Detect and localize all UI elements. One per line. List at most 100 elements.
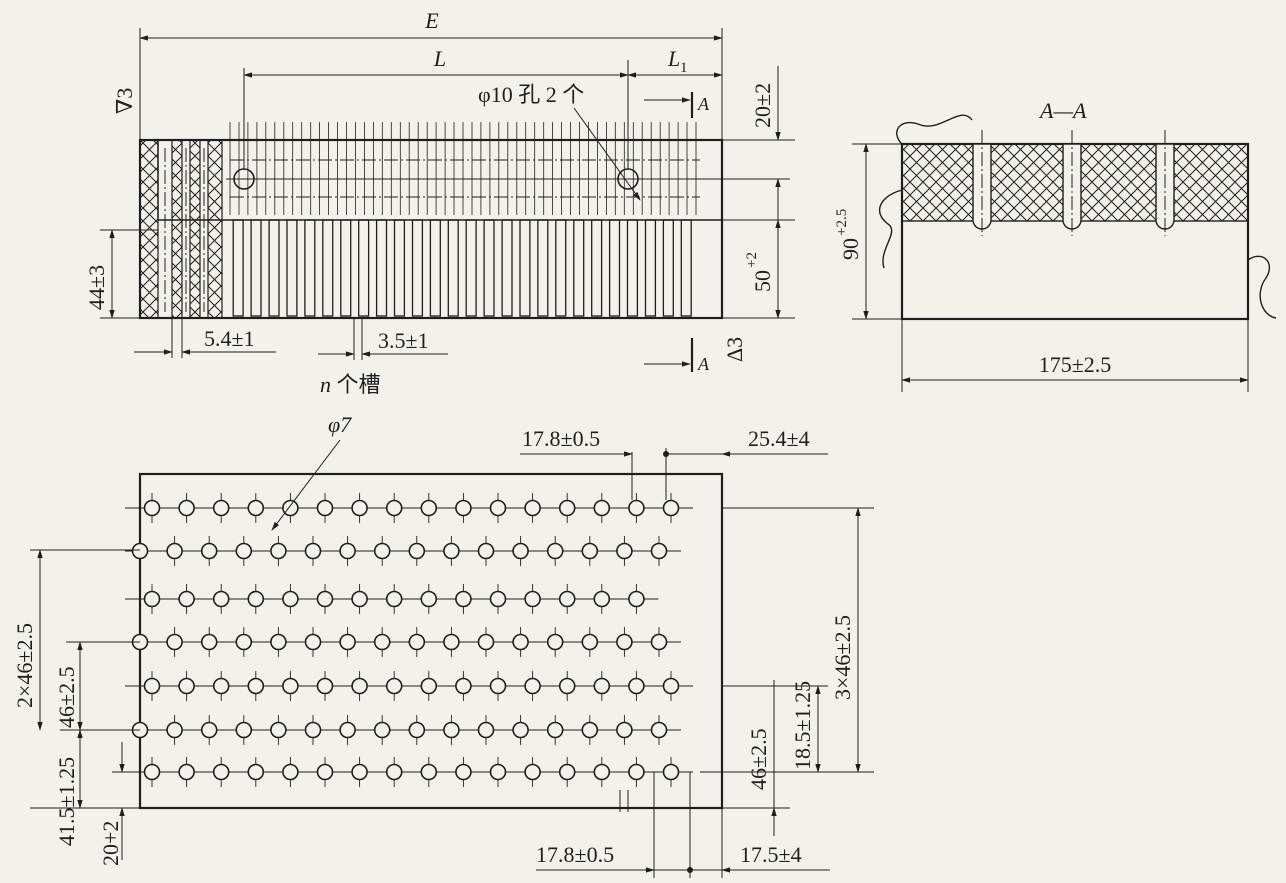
- dim-90-tolerance: +2.5: [834, 209, 850, 236]
- slot: [680, 219, 692, 317]
- phi7-hole: [304, 542, 322, 560]
- slot: [519, 219, 531, 317]
- section-view: A—A 90 +2.5 175±2.5: [834, 98, 1277, 392]
- slot: [626, 219, 639, 317]
- dim-17-5-label: 17.5±4: [740, 842, 802, 867]
- phi7-hole: [489, 499, 507, 517]
- phi7-hole: [212, 763, 230, 781]
- phi7-hole: [385, 763, 403, 781]
- phi7-hole: [477, 721, 495, 739]
- dim-46-right-label: 46±2.5: [746, 728, 771, 790]
- break-line: [896, 114, 973, 145]
- phi7-hole: [489, 590, 507, 608]
- dim-3-5-label: 3.5±1: [378, 328, 429, 353]
- phi7-hole: [420, 763, 438, 781]
- phi7-hole: [339, 633, 356, 651]
- phi7-hole: [351, 590, 368, 608]
- phi7-hole: [443, 721, 460, 739]
- dim-L-label: L: [433, 46, 446, 71]
- phi7-hole: [282, 590, 299, 608]
- phi7-hole: [420, 677, 438, 695]
- phi7-hole: [235, 542, 253, 560]
- phi7-hole: [593, 499, 611, 517]
- phi7-hole: [270, 721, 287, 739]
- phi7-hole: [304, 633, 322, 651]
- phi7-hole: [282, 763, 299, 781]
- slot: [286, 219, 298, 317]
- phi7-hole: [316, 499, 334, 517]
- dim-90-label: 90: [838, 238, 863, 260]
- dim-44-label: 44±3: [84, 265, 109, 310]
- dim-25-4-label: 25.4±4: [748, 426, 810, 451]
- hatch-block: [139, 139, 159, 319]
- slot-count-label: n 个槽: [320, 372, 381, 397]
- phi7-hole: [628, 677, 645, 695]
- slot: [591, 219, 603, 317]
- phi7-hole: [477, 542, 495, 560]
- hole-dia-label: φ7: [328, 412, 352, 437]
- phi7-hole: [558, 763, 576, 781]
- phi7-hole: [524, 590, 541, 608]
- phi7-hole: [247, 499, 265, 517]
- phi7-hole: [616, 721, 633, 739]
- section-title: A—A: [1038, 98, 1087, 123]
- phi7-hole: [443, 633, 460, 651]
- slot: [268, 219, 280, 317]
- phi7-hole: [593, 763, 611, 781]
- phi7-hole: [351, 677, 368, 695]
- phi7-hole: [235, 721, 253, 739]
- phi7-hole: [385, 590, 403, 608]
- phi7-hole: [143, 590, 161, 608]
- phi7-hole: [489, 763, 507, 781]
- section-mark-bottom: A: [697, 354, 710, 374]
- phi7-hole: [455, 763, 472, 781]
- phi7-hole: [143, 677, 161, 695]
- phi7-hole: [373, 542, 391, 560]
- phi7-hole: [270, 633, 287, 651]
- phi7-hole: [593, 677, 611, 695]
- roughness-bottom: Δ3: [722, 337, 747, 362]
- slot: [465, 219, 477, 317]
- phi7-hole: [524, 677, 541, 695]
- phi7-hole: [512, 633, 529, 651]
- phi7-hole: [351, 763, 368, 781]
- slot: [537, 219, 549, 317]
- hole-grid: [125, 493, 693, 787]
- slot: [358, 219, 370, 317]
- phi7-hole: [339, 542, 356, 560]
- phi7-hole: [212, 590, 230, 608]
- phi7-hole: [628, 763, 645, 781]
- phi7-hole: [178, 590, 195, 608]
- phi7-hole: [455, 590, 472, 608]
- phi7-hole: [546, 542, 564, 560]
- dim-46-left-label: 46±2.5: [54, 666, 79, 728]
- phi7-hole: [212, 499, 230, 517]
- dim-L1-subscript: 1: [680, 60, 688, 76]
- slot: [573, 219, 585, 317]
- phi7-hole: [316, 677, 334, 695]
- phi7-hole: [408, 633, 426, 651]
- phi7-hole: [650, 633, 668, 651]
- phi7-hole: [143, 763, 161, 781]
- phi7-hole: [178, 763, 195, 781]
- plan-view: φ7 17.8±0.5 25.4±4 3×46±2.5 18.5±1.25 46…: [12, 412, 874, 878]
- slot: [447, 219, 459, 317]
- break-line: [878, 189, 903, 269]
- slot: [250, 219, 262, 317]
- phi7-hole: [662, 763, 680, 781]
- phi7-hole: [166, 633, 183, 651]
- slot: [232, 219, 244, 317]
- slot: [393, 219, 406, 317]
- dim-50-tolerance: +2: [744, 252, 760, 268]
- phi7-hole: [178, 499, 195, 517]
- break-line: [1247, 255, 1277, 319]
- phi7-hole: [166, 542, 183, 560]
- slot: [501, 219, 513, 317]
- phi7-hole: [373, 721, 391, 739]
- front-view: E L L 1 φ10 孔 2 个 A A 20±2 50 +2 ∇3 Δ3: [84, 8, 795, 397]
- phi7-hole: [650, 542, 668, 560]
- phi7-hole: [524, 763, 541, 781]
- slot: [304, 219, 316, 317]
- hole-note: φ10 孔 2 个: [478, 82, 584, 107]
- phi7-hole: [524, 499, 541, 517]
